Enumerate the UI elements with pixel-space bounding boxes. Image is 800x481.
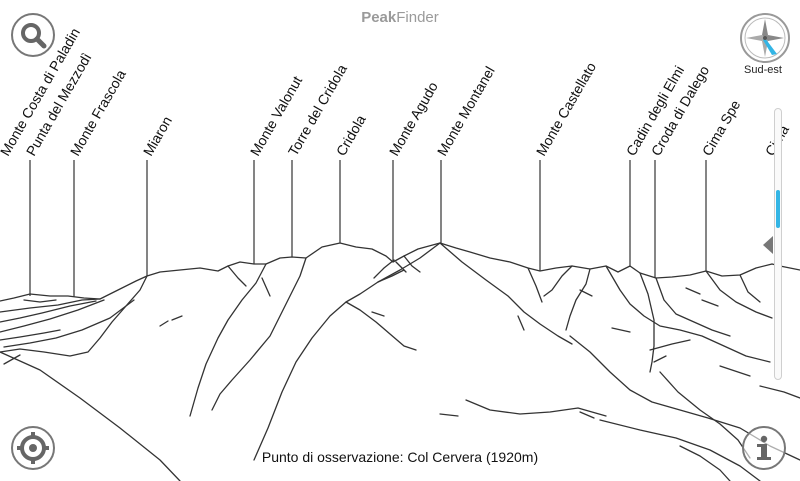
peak-label[interactable]: Monte Castellato — [533, 59, 599, 158]
locate-button[interactable] — [11, 426, 55, 470]
peak-label[interactable]: Monte Montanel — [434, 64, 498, 159]
scroll-pointer-arrow — [763, 236, 773, 254]
vertical-scrollbar[interactable] — [774, 108, 782, 380]
search-button[interactable] — [11, 13, 55, 57]
peak-label[interactable]: Monte Agudo — [386, 79, 441, 159]
mountain-ridge-line — [0, 242, 773, 302]
peak-label[interactable]: Miaron — [140, 113, 175, 158]
compass-direction-label: Sud-est — [744, 64, 782, 76]
peak-label[interactable]: Cima Spe — [699, 97, 744, 158]
peak-label[interactable]: Cridola — [333, 112, 369, 159]
compass-button[interactable] — [740, 13, 790, 63]
scrollbar-thumb[interactable] — [776, 190, 780, 228]
info-button[interactable] — [742, 426, 786, 470]
